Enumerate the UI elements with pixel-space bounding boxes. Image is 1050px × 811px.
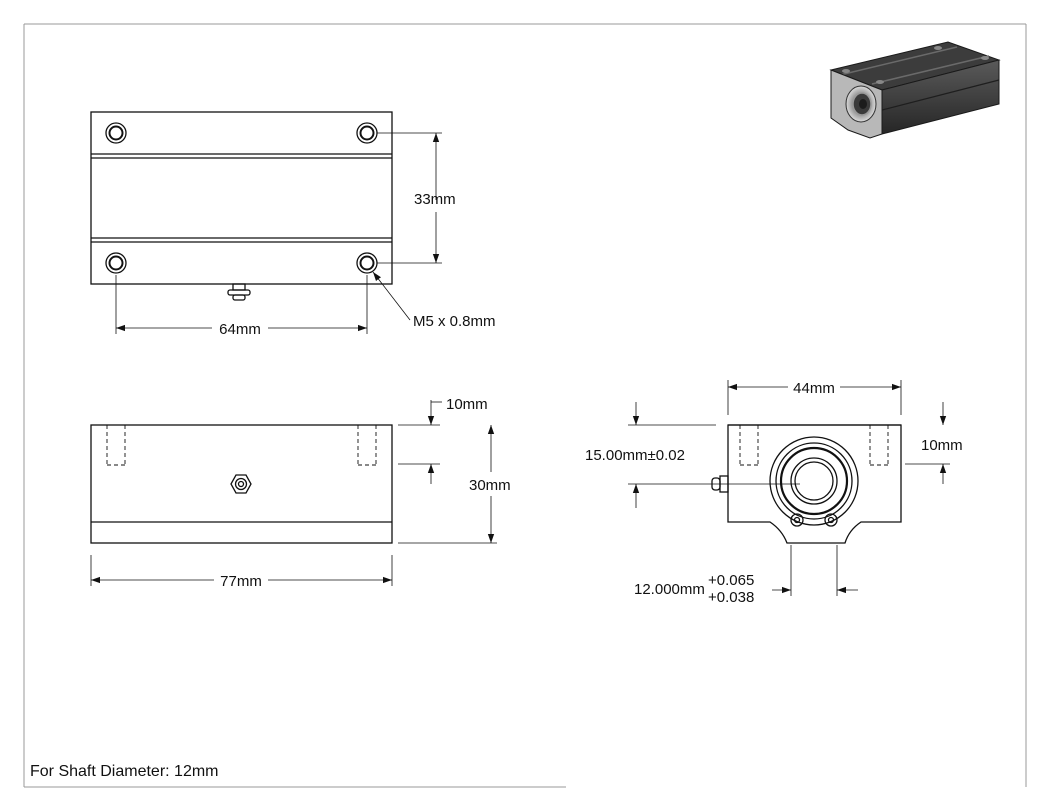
top-view [90, 111, 442, 334]
side-view [90, 400, 497, 586]
footer-note: For Shaft Diameter: 12mm [30, 763, 219, 780]
thread-callout: M5 x 0.8mm [413, 313, 496, 330]
dim-10mm-flange: 10mm [921, 437, 963, 454]
bearing-housing [769, 436, 859, 526]
dim-15mm-center: 15.00mm±0.02 [585, 447, 685, 464]
mounting-hole-bottom-left [105, 252, 127, 274]
mounting-hole-top-left [105, 122, 127, 144]
side-view-body [90, 424, 393, 544]
grease-nipple-top [227, 283, 251, 301]
grease-nipple-hex [230, 474, 252, 494]
end-view-body [727, 424, 902, 544]
clamp-screw-left [790, 513, 804, 527]
dim-bore-tol-upper: +0.065 [708, 572, 754, 589]
bearing-bore [790, 457, 838, 505]
end-view [628, 380, 950, 596]
drawing-frame [23, 23, 1027, 788]
dim-44mm: 44mm [793, 380, 835, 397]
dim-bore-tol-lower: +0.038 [708, 589, 754, 606]
dim-10mm-depth: 10mm [446, 396, 488, 413]
hidden-thread-holes [106, 425, 377, 466]
dim-bore: 12.000mm [634, 581, 705, 598]
isometric-render [829, 41, 1001, 139]
clamp-screw-right [824, 513, 838, 527]
dim-33mm: 33mm [414, 191, 456, 208]
dim-30mm: 30mm [469, 477, 511, 494]
dim-77mm: 77mm [220, 573, 262, 590]
dim-64mm: 64mm [219, 321, 261, 338]
top-view-body [90, 111, 393, 285]
